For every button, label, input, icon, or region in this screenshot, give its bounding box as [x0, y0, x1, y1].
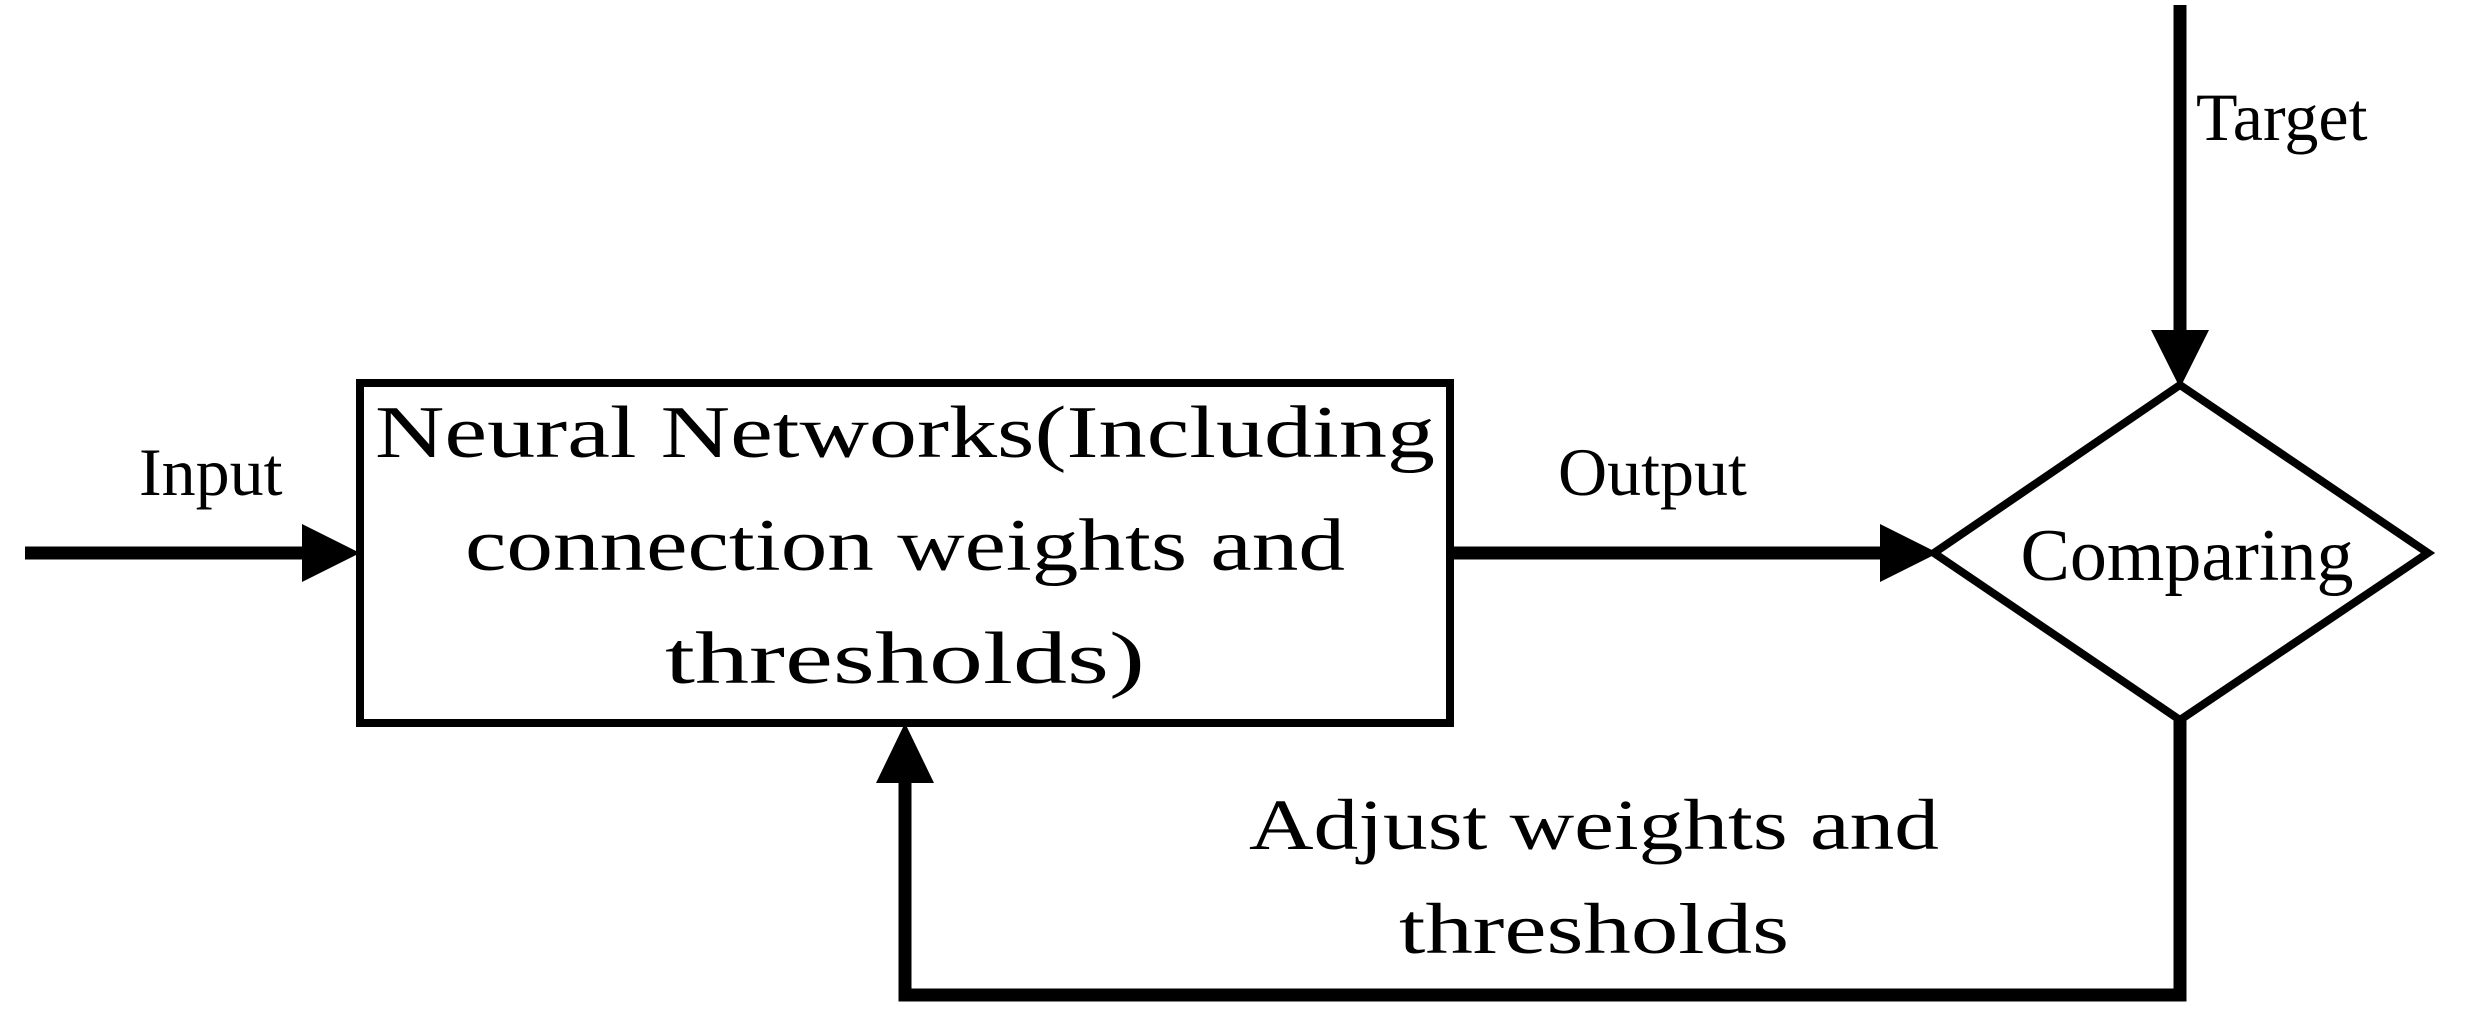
output-edge-label: Output	[1558, 434, 1747, 510]
neural-network-box-line-1: Neural Networks(Including	[375, 392, 1435, 474]
feedback-edge-label-line-2: thresholds	[1399, 889, 1789, 969]
input-edge	[25, 524, 360, 582]
feedback-edge-label-line-1: Adjust weights and	[1249, 785, 1939, 865]
input-arrow-head-icon	[302, 524, 360, 582]
neural-network-box-line-3: thresholds)	[665, 618, 1145, 700]
target-arrow-head-icon	[2151, 330, 2209, 388]
output-arrow-head-icon	[1880, 524, 1938, 582]
target-edge	[2151, 5, 2209, 388]
target-edge-label: Target	[2196, 79, 2368, 155]
output-edge	[1450, 524, 1938, 582]
feedback-edge	[876, 720, 2187, 1002]
neural-network-box-line-2: connection weights and	[465, 505, 1345, 587]
feedback-arrow-line	[898, 720, 2187, 1002]
comparing-diamond-label: Comparing	[2021, 515, 2354, 597]
feedback-arrow-head-icon	[876, 723, 934, 783]
input-edge-label: Input	[139, 434, 283, 510]
